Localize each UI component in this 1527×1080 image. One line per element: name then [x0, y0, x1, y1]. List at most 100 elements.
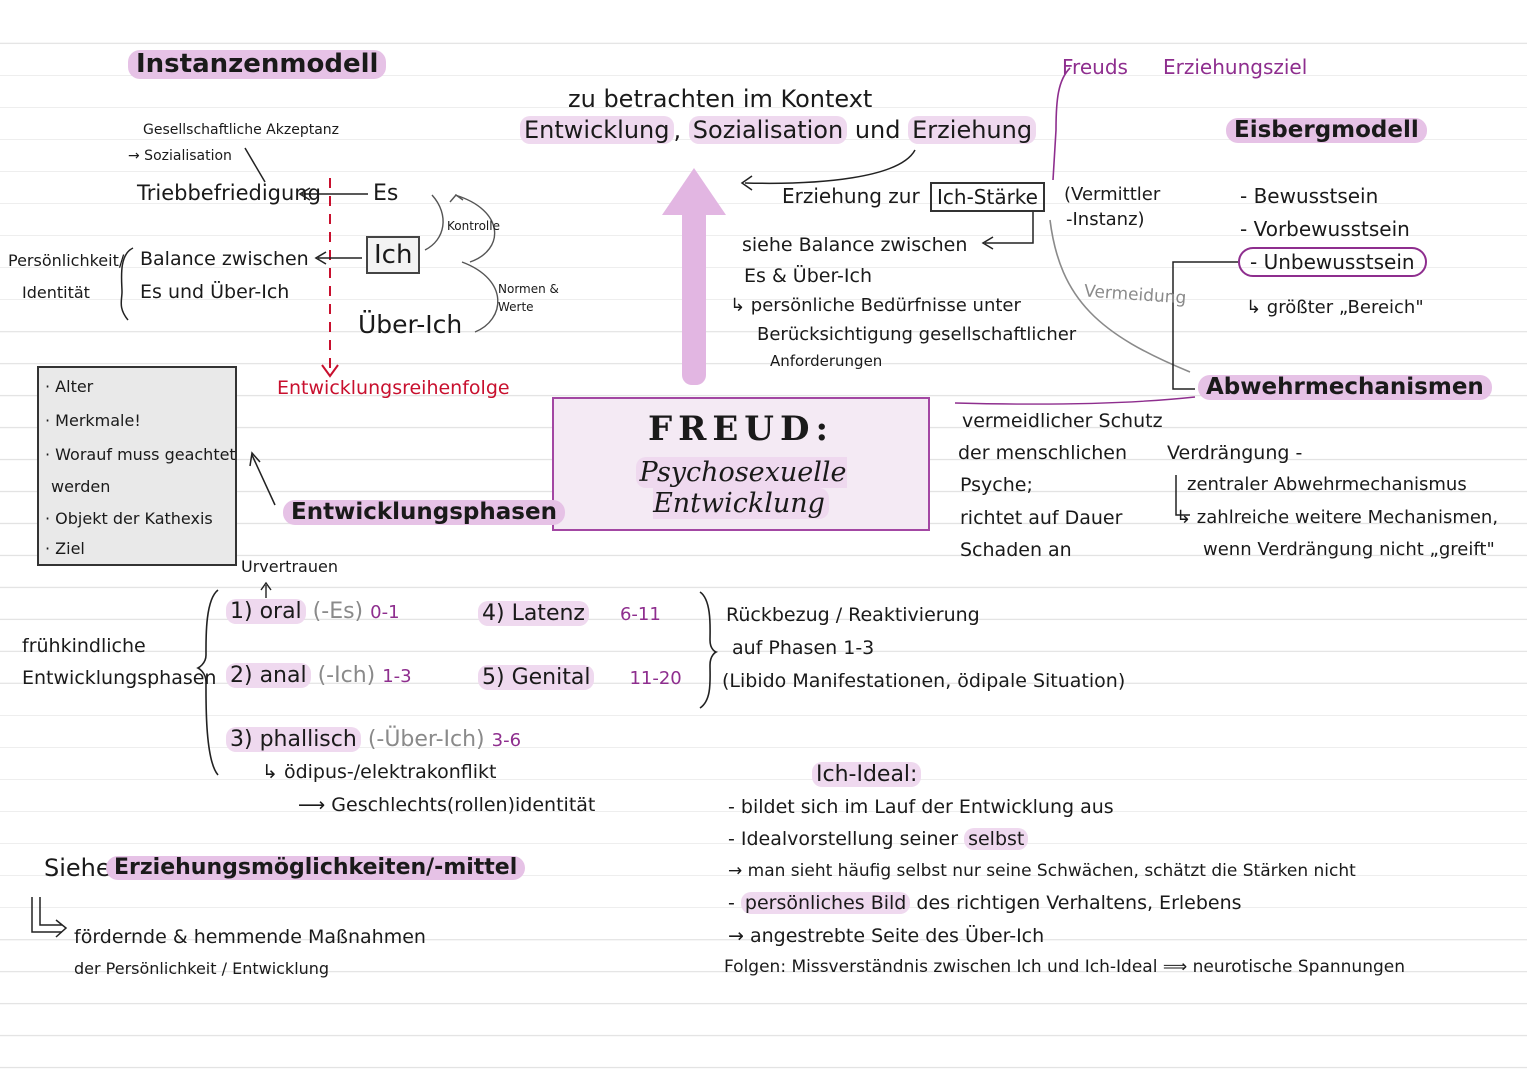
entwicklungsphasen-title: Entwicklungsphasen	[283, 499, 565, 526]
eisbergmodell-title: Eisbergmodell	[1226, 117, 1427, 144]
erziehungsziel-label: Erziehungsziel	[1163, 55, 1308, 79]
freuds-label: Freuds	[1062, 55, 1128, 79]
instanzenmodell-title: Instanzenmodell	[128, 50, 387, 79]
criteria-ziel: · Ziel	[45, 539, 85, 558]
siehe-balance-line1: siehe Balance zwischen	[742, 234, 968, 256]
verdraengung-line2: zentraler Abwehrmechanismus	[1187, 474, 1467, 495]
kontext-entwicklung: Entwicklung	[520, 116, 674, 144]
abwehr-desc-3: Psyche;	[960, 474, 1033, 496]
erziehung-zur: Erziehung zur	[782, 184, 920, 208]
freud-center-box: FREUD: Psychosexuelle Entwicklung	[552, 397, 930, 531]
beduerfnisse-line1: ↳ persönliche Bedürfnisse unter	[730, 295, 1021, 316]
normen-label: Normen &	[498, 282, 559, 296]
ideal-line4-dash: -	[728, 892, 735, 914]
vermeidung-label: Vermeidung	[1083, 281, 1187, 309]
abwehr-desc-4: richtet auf Dauer	[960, 507, 1123, 529]
kontext-und: und	[854, 116, 901, 144]
ich-ideal-title-text: Ich-Ideal:	[812, 762, 922, 787]
kontext-erziehung: Erziehung	[908, 116, 1037, 144]
phase-anal: 2) anal (-Ich) 1-3	[226, 663, 412, 688]
kontext-sozialisation: Sozialisation	[688, 116, 848, 144]
es-label: Es	[373, 181, 399, 206]
rueckbezug-line3: (Libido Manifestationen, ödipale Situati…	[722, 670, 1126, 692]
freud-title: FREUD:	[648, 409, 834, 449]
siehe-label: Siehe	[44, 854, 111, 882]
ideal-line2-a: - Idealvorstellung seiner	[728, 828, 959, 850]
phase-oral-label: 1) oral	[226, 599, 306, 624]
phase-anal-age: 1-3	[382, 666, 412, 687]
criteria-objekt: · Objekt der Kathexis	[45, 509, 213, 528]
phase-oral: 1) oral (-Es) 0-1	[226, 599, 400, 624]
ueber-ich-label: Über-Ich	[358, 310, 463, 339]
balance-line1: Balance zwischen	[140, 248, 309, 270]
ideal-line4: - persönliches Bild des richtigen Verhal…	[728, 892, 1242, 914]
fruehkindliche-label: frühkindliche	[22, 635, 146, 657]
verdraengung-line4: wenn Verdrängung nicht „greift"	[1203, 539, 1495, 560]
phase-latenz-age: 6-11	[619, 604, 661, 625]
rueckbezug-line2: auf Phasen 1-3	[732, 637, 875, 659]
bewusstsein-item: - Bewusstsein	[1240, 184, 1379, 208]
phase-genital-age: 11-20	[629, 668, 682, 689]
phase-criteria-box: · Alter · Merkmale! · Worauf muss geacht…	[37, 366, 237, 566]
phase-latenz: 4) Latenz 6-11	[478, 601, 661, 626]
ideal-line5: → angestrebte Seite des Über-Ich	[728, 925, 1045, 947]
verdraengung-line3: ↳ zahlreiche weitere Mechanismen,	[1176, 507, 1499, 528]
ideal-line1: - bildet sich im Lauf der Entwicklung au…	[728, 796, 1114, 818]
ideal-line4-a: persönliches Bild	[740, 892, 911, 914]
phase-phallisch: 3) phallisch (-Über-Ich) 3-6	[226, 727, 522, 752]
beduerfnisse-line3: Anforderungen	[770, 352, 883, 370]
geschlecht-line: ⟶ Geschlechts(rollen)identität	[298, 794, 596, 816]
urvertrauen-label: Urvertrauen	[241, 557, 338, 576]
rueckbezug-line1: Rückbezug / Reaktivierung	[726, 604, 980, 626]
criteria-werden: werden	[51, 477, 111, 496]
unbewusstsein-item: - Unbewusstsein	[1238, 247, 1427, 277]
phase-oral-age: 0-1	[370, 602, 400, 623]
ich-staerke-box: Ich-Stärke	[930, 182, 1045, 212]
ideal-line6: Folgen: Missverständnis zwischen Ich und…	[724, 957, 1406, 977]
vermittler-line1: (Vermittler	[1064, 184, 1161, 205]
ideal-line3: → man sieht häufig selbst nur seine Schw…	[728, 861, 1356, 881]
phase-genital-label: 5) Genital	[478, 665, 595, 690]
abwehr-desc-5: Schaden an	[960, 539, 1072, 561]
entwicklungsreihenfolge: Entwicklungsreihenfolge	[277, 377, 510, 399]
beduerfnisse-line2: Berücksichtigung gesellschaftlicher	[757, 324, 1077, 345]
freud-subtitle: Psychosexuelle Entwicklung	[554, 457, 928, 519]
kontext-line1: zu betrachten im Kontext	[568, 85, 873, 113]
phase-phallisch-instance: (-Über-Ich)	[367, 727, 485, 752]
ideal-line2: - Idealvorstellung seiner selbst	[728, 828, 1029, 850]
siehe-line2: der Persönlichkeit / Entwicklung	[74, 959, 330, 978]
persoenlichkeit-label: Persönlichkeit/	[8, 251, 125, 270]
sozialisation-note: → Sozialisation	[128, 148, 232, 164]
vorbewusstsein-item: - Vorbewusstsein	[1240, 217, 1410, 241]
kontext-line2: Entwicklung, Sozialisation und Erziehung	[520, 116, 1037, 144]
groesster-bereich: ↳ größter „Bereich"	[1246, 297, 1424, 318]
phase-phallisch-age: 3-6	[491, 730, 522, 751]
erziehungsmittel-title: Erziehungsmöglichkeiten/-mittel	[106, 855, 526, 881]
gesellschaftliche-akzeptanz: Gesellschaftliche Akzeptanz	[143, 122, 339, 138]
phase-anal-instance: (-Ich)	[317, 663, 376, 688]
phase-phallisch-label: 3) phallisch	[226, 727, 361, 752]
oedipus-line: ↳ ödipus-/elektrakonflikt	[262, 761, 497, 783]
werte-label: Werte	[498, 300, 534, 314]
phase-genital: 5) Genital 11-20	[478, 665, 682, 690]
ich-ideal-title: Ich-Ideal:	[812, 762, 922, 787]
vermittler-line2: -Instanz)	[1066, 209, 1145, 230]
verdraengung-line1: Verdrängung -	[1167, 442, 1303, 464]
phase-anal-label: 2) anal	[226, 663, 311, 688]
kontext-comma: ,	[673, 116, 682, 144]
criteria-merkmale: · Merkmale!	[45, 411, 141, 430]
criteria-alter: · Alter	[45, 377, 94, 396]
phase-oral-instance: (-Es)	[312, 599, 364, 624]
ich-box: Ich	[366, 236, 421, 274]
entwicklungsphasen-label: Entwicklungsphasen	[22, 667, 217, 689]
phase-latenz-label: 4) Latenz	[478, 601, 589, 626]
identitaet-label: Identität	[22, 283, 90, 302]
abwehr-desc-1: vermeidlicher Schutz	[962, 410, 1163, 432]
siehe-line1: fördernde & hemmende Maßnahmen	[74, 926, 426, 948]
ideal-line4-b: des richtigen Verhaltens, Erlebens	[916, 892, 1242, 914]
balance-line2: Es und Über-Ich	[140, 281, 290, 303]
kontrolle-label: Kontrolle	[447, 219, 500, 233]
abwehrmechanismen-title: Abwehrmechanismen	[1198, 374, 1492, 401]
ideal-line2-b: selbst	[964, 828, 1029, 850]
siehe-balance-line2: Es & Über-Ich	[744, 265, 872, 287]
